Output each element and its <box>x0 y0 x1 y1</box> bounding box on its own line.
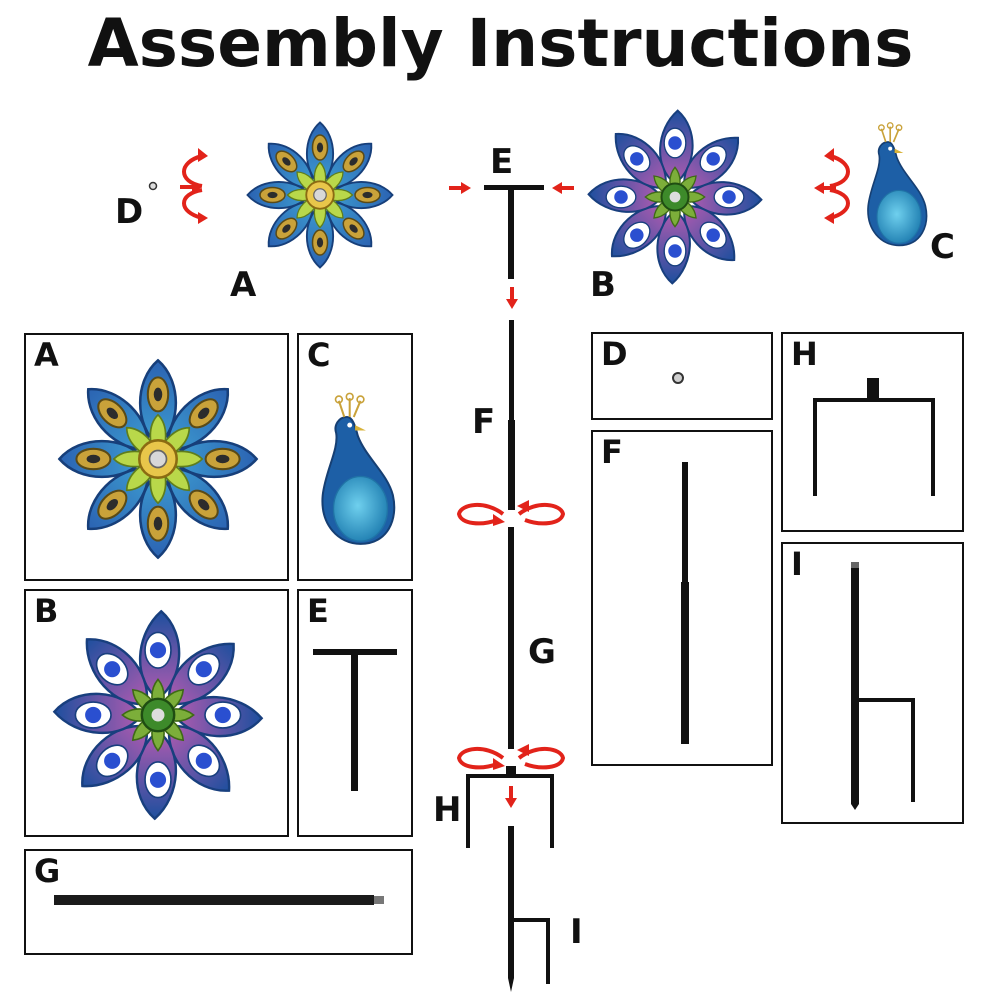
spinner-b-part-icon <box>54 611 261 818</box>
spinner-a-illustration <box>248 123 393 268</box>
part-panel-f: F <box>591 430 773 766</box>
label-i-middle: I <box>570 912 583 952</box>
washer-part-icon <box>672 372 684 384</box>
part-panel-d-label: D <box>601 335 628 373</box>
t-bar-part-icon <box>313 649 397 791</box>
part-panel-e-label: E <box>307 592 329 630</box>
part-panel-a: A <box>24 333 289 581</box>
label-b-top: B <box>590 265 616 305</box>
peacock-part-icon <box>321 392 396 545</box>
washer-d-icon <box>148 181 158 191</box>
part-panel-h: H <box>781 332 964 532</box>
part-panel-g: G <box>24 849 413 955</box>
page-title: Assembly Instructions <box>87 5 914 82</box>
pole-f-part-icon <box>681 462 689 744</box>
part-panel-c: C <box>297 333 413 581</box>
stake-i-part-icon <box>851 562 915 810</box>
part-panel-c-label: C <box>307 336 331 374</box>
part-panel-f-label: F <box>601 433 623 471</box>
spinner-a-part-icon <box>59 360 256 557</box>
part-panel-g-label: G <box>34 852 61 890</box>
part-panel-i: I <box>781 542 964 824</box>
part-panel-i-label: I <box>791 545 803 583</box>
part-panel-d: D <box>591 332 773 420</box>
part-panel-h-label: H <box>791 335 818 373</box>
part-panel-b-label: B <box>34 592 59 630</box>
spinner-b-illustration <box>589 111 762 284</box>
part-panel-b: B <box>24 589 289 837</box>
label-h-middle: H <box>433 790 462 830</box>
part-panel-e: E <box>297 589 413 837</box>
label-e-top: E <box>490 142 514 182</box>
label-d-top: D <box>115 192 144 232</box>
stand-h-part-icon <box>813 378 935 496</box>
pole-g-part-icon <box>54 895 384 905</box>
label-f-middle: F <box>472 402 496 442</box>
label-a-top: A <box>230 265 257 305</box>
label-c-top: C <box>930 227 955 267</box>
label-g-middle: G <box>528 632 556 672</box>
peacock-c-illustration <box>867 121 928 247</box>
part-panel-a-label: A <box>34 336 59 374</box>
